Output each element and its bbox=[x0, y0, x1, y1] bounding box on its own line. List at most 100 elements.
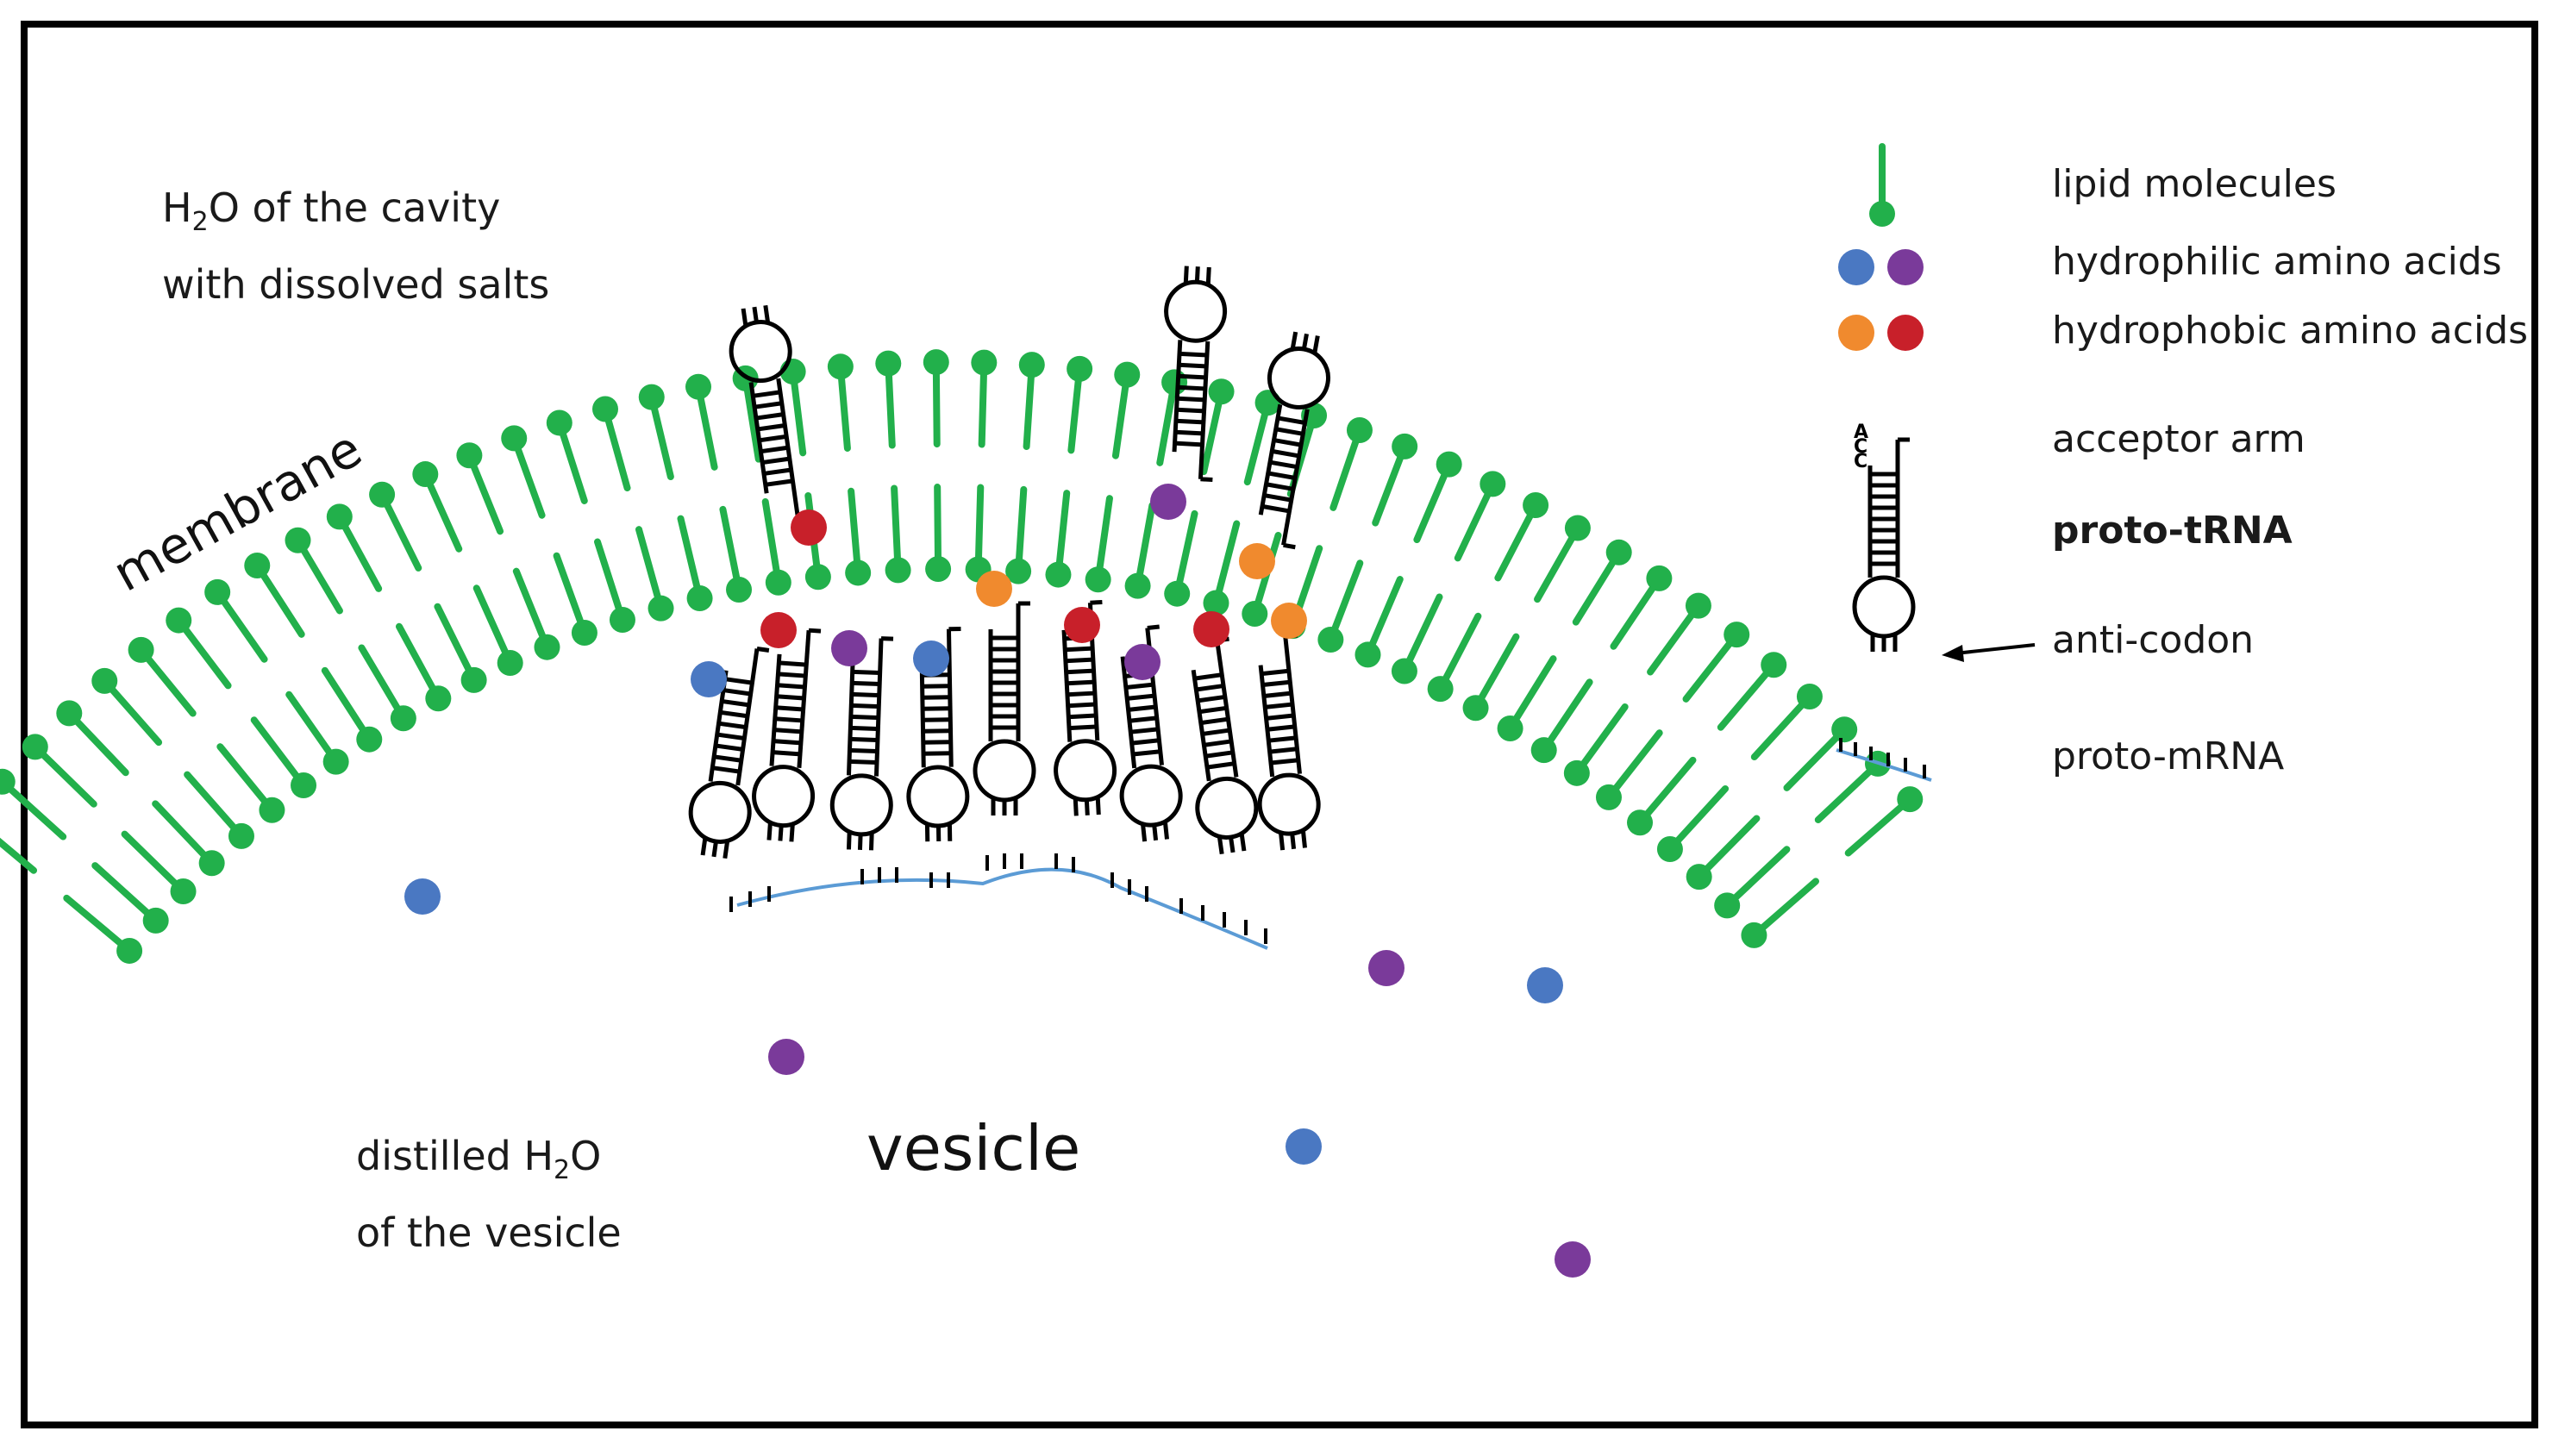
lipid-tail bbox=[1605, 729, 1663, 801]
legend-hydrophobic-orange bbox=[1838, 315, 1874, 351]
trna-rung bbox=[1067, 691, 1096, 697]
lipid-head bbox=[827, 353, 854, 380]
lipid-tail bbox=[1724, 846, 1791, 909]
amino-acid bbox=[760, 612, 797, 648]
lipid-pair bbox=[1656, 683, 1823, 863]
lipid-tail bbox=[978, 359, 988, 448]
vesicle-label: vesicle bbox=[866, 1112, 1081, 1184]
trna-prong bbox=[1194, 266, 1200, 284]
trna-rung bbox=[754, 401, 783, 409]
lipid-head bbox=[1796, 683, 1823, 709]
lipid-tail bbox=[184, 771, 245, 840]
lipid-tail bbox=[321, 666, 373, 743]
trna-rung bbox=[774, 716, 803, 723]
lipid-tail bbox=[891, 484, 902, 574]
lipid-tail bbox=[1572, 548, 1623, 626]
trna-prong bbox=[778, 823, 784, 841]
amino-acid bbox=[1239, 543, 1275, 579]
lipid-tail bbox=[1717, 661, 1778, 731]
lipid-tail bbox=[1494, 502, 1540, 582]
lipid-tail bbox=[0, 837, 38, 874]
lipid-head bbox=[546, 409, 572, 436]
lipid-head bbox=[971, 349, 998, 376]
lipid-tail bbox=[1814, 759, 1881, 824]
lipid-head bbox=[1714, 892, 1741, 919]
trna-prong bbox=[1300, 830, 1307, 848]
lipid-head bbox=[22, 734, 48, 760]
lipid-tail bbox=[1156, 378, 1179, 466]
trna-rung bbox=[715, 743, 743, 752]
lipid-head bbox=[1724, 622, 1750, 648]
proto-mrna-strand bbox=[729, 853, 1268, 950]
lipid-head bbox=[885, 557, 911, 584]
lipid-tail bbox=[1413, 460, 1453, 544]
lipid-tail bbox=[101, 677, 163, 747]
lipid-head bbox=[1741, 922, 1767, 948]
lipid-head bbox=[534, 634, 560, 660]
lipid-pair bbox=[1391, 471, 1506, 684]
amino-acid bbox=[1368, 950, 1404, 986]
trna-prong bbox=[1290, 831, 1297, 850]
trna-loop bbox=[1054, 739, 1117, 803]
lipid-head bbox=[1761, 652, 1787, 678]
lipid-pair bbox=[1005, 352, 1045, 584]
lipid-tail bbox=[1783, 726, 1849, 791]
lipid-head bbox=[1530, 737, 1557, 764]
trna-rung bbox=[1065, 646, 1093, 653]
lipid-head bbox=[648, 595, 674, 622]
lipid-pair bbox=[285, 527, 416, 732]
legend-acceptor-letter: C bbox=[1854, 451, 1867, 472]
trna-rung bbox=[1262, 679, 1291, 688]
lipid-head bbox=[1627, 809, 1654, 836]
lipid-head bbox=[1605, 539, 1632, 566]
vesicle-water-label: distilled H2O of the vesicle bbox=[356, 1125, 622, 1264]
lipid-tail bbox=[1364, 576, 1404, 659]
lipid-pair bbox=[638, 384, 713, 612]
trna-rung bbox=[1264, 702, 1293, 709]
trna-rung bbox=[1132, 749, 1161, 757]
trna-rung bbox=[849, 736, 879, 743]
lipid-pair bbox=[412, 461, 523, 676]
trna-rung bbox=[850, 714, 879, 721]
lipid-head bbox=[460, 666, 487, 693]
lipid-tail bbox=[175, 616, 232, 690]
lipid-head bbox=[1045, 561, 1072, 588]
lipid-tail bbox=[472, 584, 514, 666]
lipid-head bbox=[1656, 836, 1683, 863]
lipid-tail bbox=[1015, 485, 1028, 575]
proto-trna-lower bbox=[1191, 636, 1259, 855]
trna-rung bbox=[1066, 668, 1094, 675]
trna-loop bbox=[1852, 575, 1916, 639]
lipid-tail bbox=[555, 419, 588, 504]
lipid-tail bbox=[1454, 480, 1497, 562]
lipid-tail bbox=[1200, 388, 1225, 476]
trna-acceptor bbox=[1283, 542, 1296, 550]
lipid-head bbox=[322, 748, 349, 775]
lipid-tail bbox=[91, 862, 160, 924]
lipid-tail bbox=[512, 567, 551, 651]
lipid-tail bbox=[836, 363, 851, 452]
legend-hydrophobic-red bbox=[1887, 315, 1924, 351]
lipid-tail bbox=[635, 526, 665, 612]
legend-lipid-head bbox=[1869, 201, 1895, 227]
lipid-tail bbox=[974, 484, 985, 573]
amino-acid bbox=[1271, 603, 1307, 639]
lipid-head bbox=[369, 481, 396, 508]
trna-acceptor bbox=[1090, 599, 1103, 605]
trna-rung bbox=[779, 660, 807, 667]
lipid-pair bbox=[965, 349, 998, 583]
lipid-head bbox=[228, 822, 254, 849]
amino-acid-group bbox=[404, 484, 1591, 1278]
trna-loop bbox=[829, 773, 893, 837]
trna-rung bbox=[1131, 738, 1160, 746]
lipid-head bbox=[845, 559, 872, 586]
lipid-pair bbox=[91, 667, 254, 849]
lipid-tail bbox=[1054, 490, 1071, 578]
mrna-backbone bbox=[736, 867, 1268, 950]
trna-rung bbox=[1067, 702, 1096, 709]
trna-rung bbox=[848, 759, 878, 765]
lipid-head bbox=[1685, 592, 1711, 619]
trna-prong bbox=[711, 839, 719, 858]
lipid-head bbox=[1564, 515, 1591, 541]
lipid-tail bbox=[719, 505, 743, 594]
